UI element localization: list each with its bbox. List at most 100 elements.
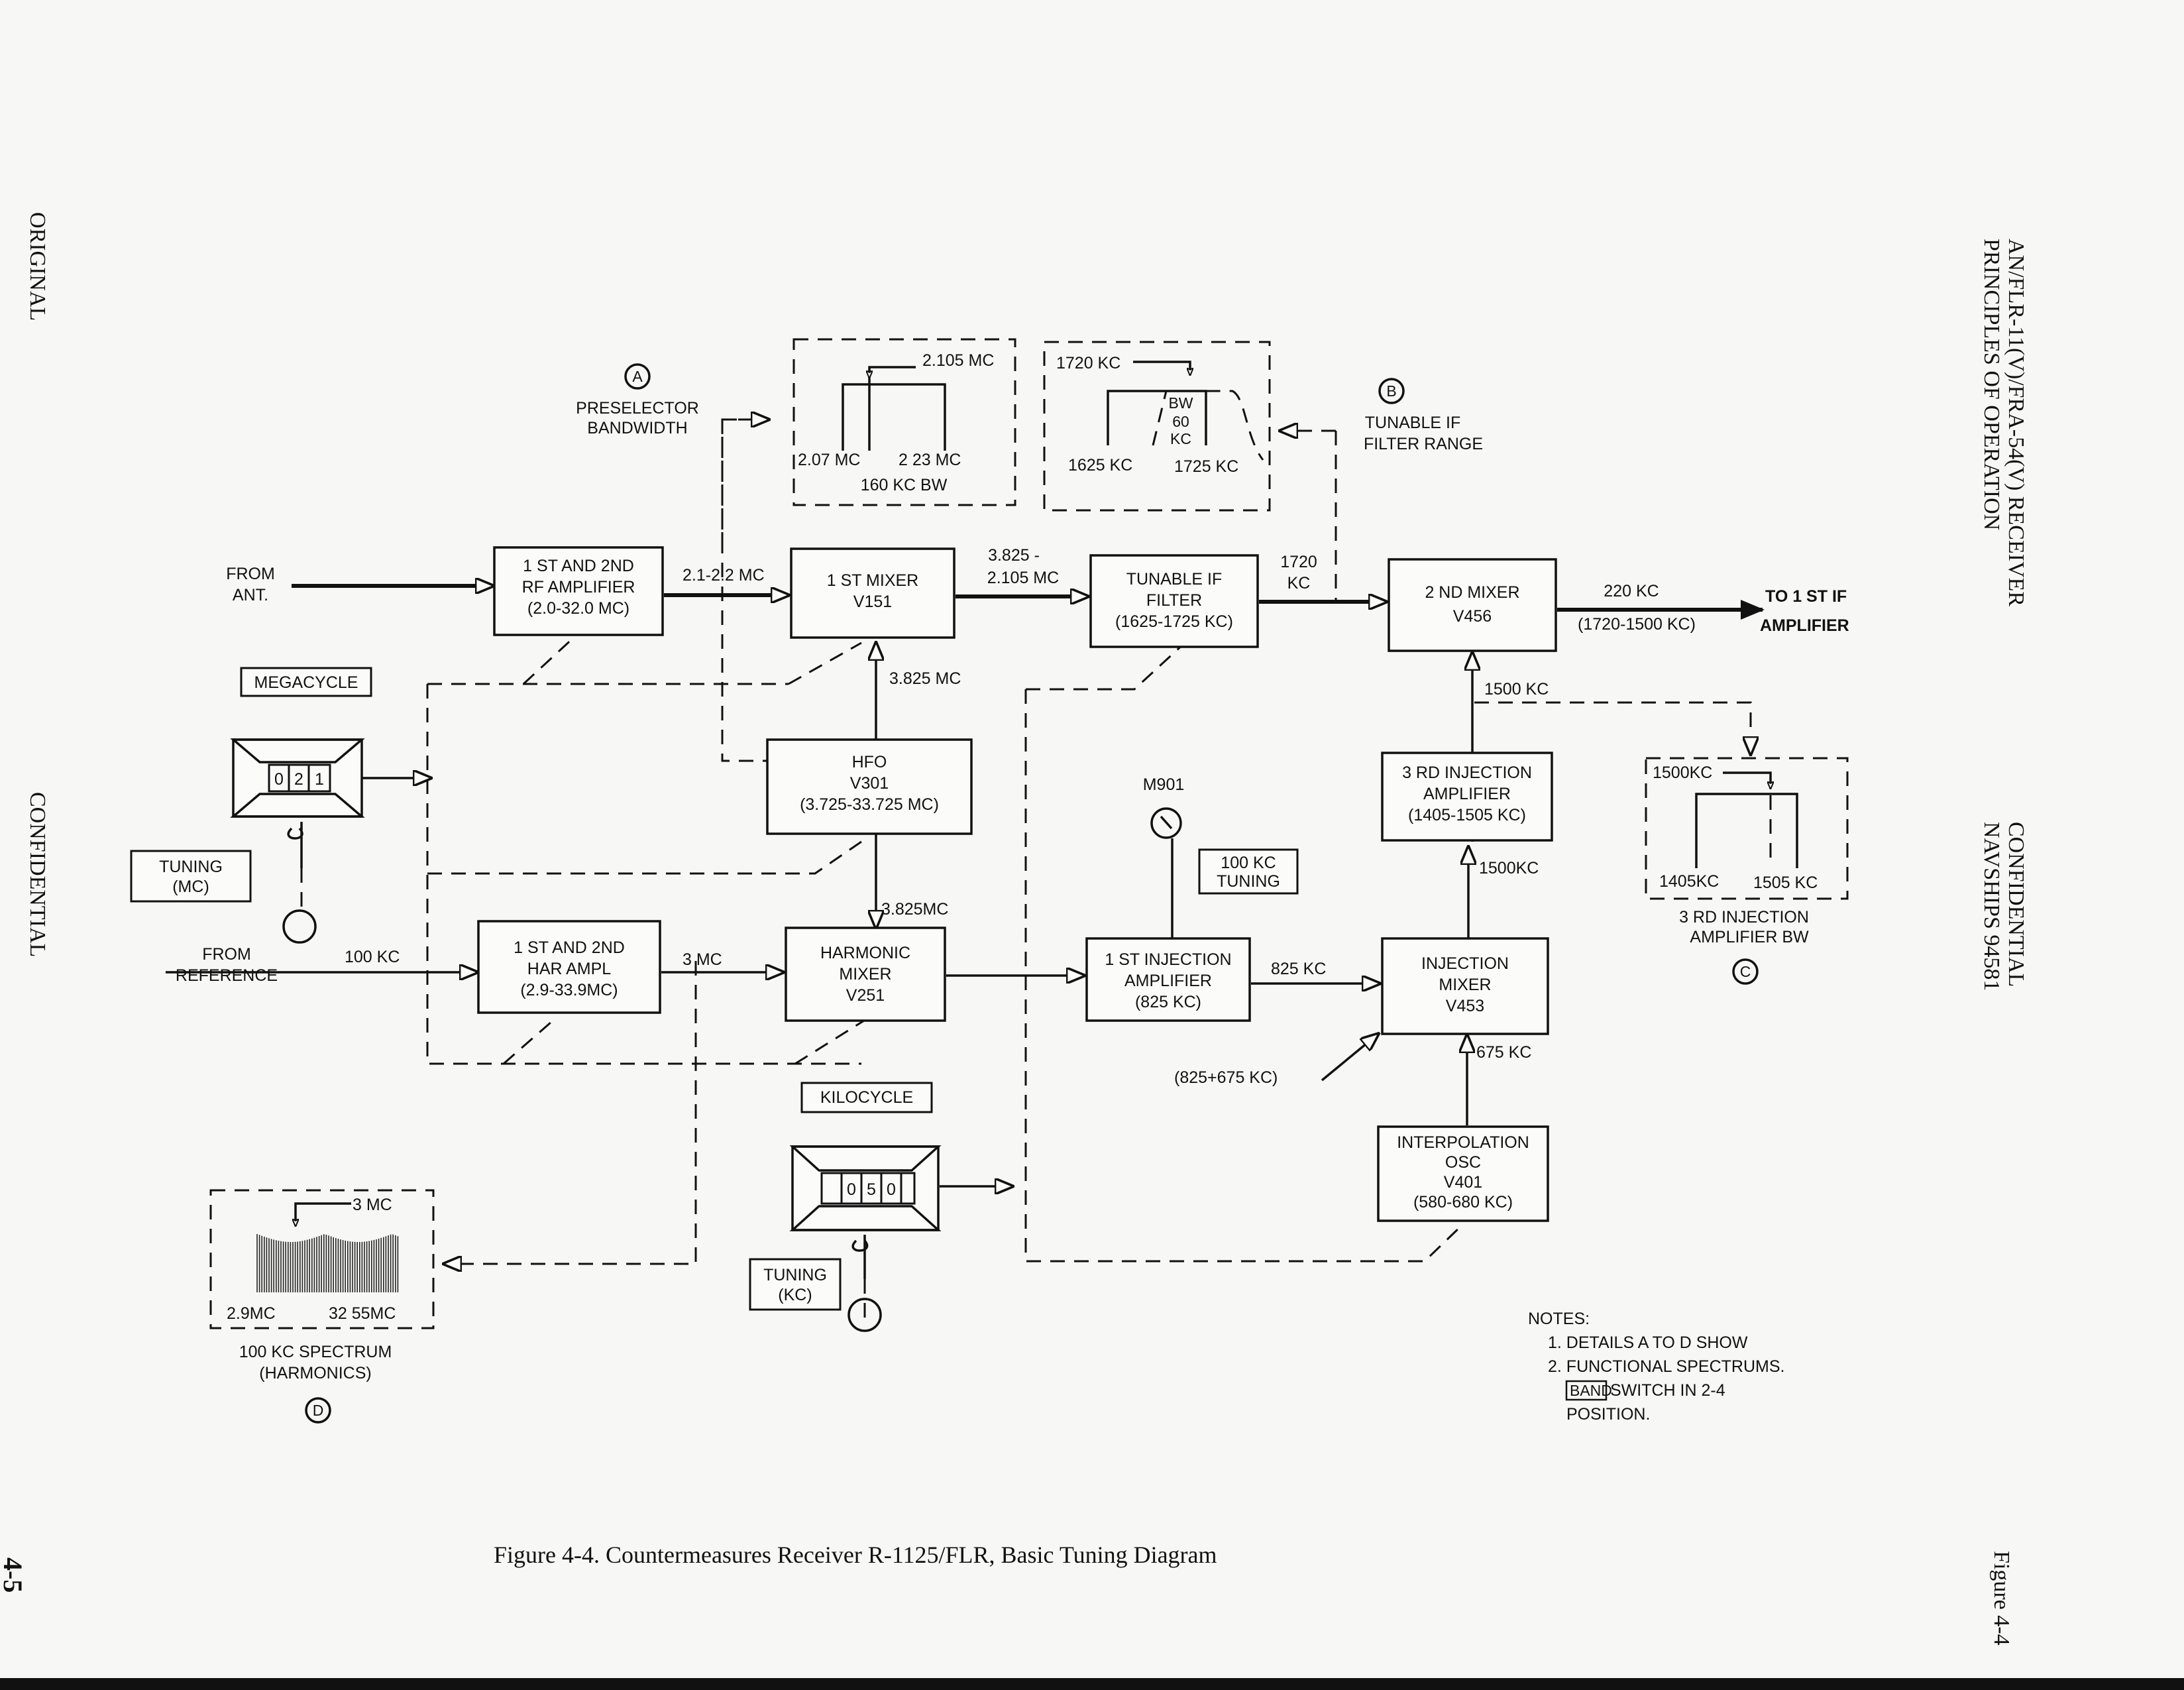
rf-amp-line3: (2.0-32.0 MC) — [527, 599, 629, 618]
mc-digit-3: 1 — [315, 770, 324, 789]
freq-3mc: 3 MC — [682, 950, 722, 969]
hfo-line3: (3.725-33.725 MC) — [800, 795, 939, 814]
detail-d-low: 2.9MC — [227, 1304, 276, 1323]
confidential-right-label: CONFIDENTIAL — [2004, 822, 2028, 987]
notes-band: BAND — [1570, 1382, 1612, 1399]
megacycle-tuning: MEGACYCLE 0 2 1 TUNING (MC) — [130, 667, 372, 944]
manual-title-2: PRINCIPLES OF OPERATION — [1979, 239, 2004, 530]
tunable-if-filter-block: TUNABLE IF FILTER (1625-1725 KC) — [1089, 554, 1259, 648]
freq-3825-line2: 2.105 MC — [987, 569, 1059, 587]
tuning-kc-line2: (KC) — [778, 1286, 812, 1304]
detail-b-low: 1625 KC — [1068, 456, 1132, 475]
freq-1720-line2: KC — [1287, 574, 1311, 592]
freq-1500kc-top: 1500 KC — [1484, 680, 1549, 699]
detail-a-title-1: PRESELECTOR — [576, 399, 699, 418]
mc-shaft-icon — [287, 827, 303, 840]
notes-line4: POSITION. — [1566, 1405, 1650, 1424]
page-bottom-edge — [0, 1678, 2184, 1690]
tuning-mc-line2: (MC) — [172, 877, 209, 896]
harmonic-mixer-line1: HARMONIC — [820, 944, 910, 962]
mixer1-line1: 1 ST MIXER — [827, 571, 918, 590]
rf-amp-line1: 1 ST AND 2ND — [523, 557, 634, 575]
detail-a-marker-icon — [624, 363, 651, 390]
inj-amp1-line1: 1 ST INJECTION — [1105, 950, 1231, 969]
harmonic-mixer-block: HARMONIC MIXER V251 — [785, 927, 946, 1022]
detail-b: 1720 KC BW 60 KC 1625 KC 1725 KC B TUNAB… — [1043, 341, 1483, 512]
notes-line3: SWITCH IN 2-4 — [1610, 1381, 1725, 1400]
if-filter-line1: TUNABLE IF — [1126, 570, 1222, 589]
notes-line2: 2. FUNCTIONAL SPECTRUMS. — [1548, 1357, 1784, 1376]
inj-mixer-line3: V453 — [1446, 997, 1484, 1015]
freq-1500kc-mid: 1500KC — [1479, 859, 1539, 877]
signal-labels: FROM ANT. FROM REFERENCE TO 1 ST IF AMPL… — [176, 546, 1849, 1087]
detail-a-marker: A — [632, 368, 643, 385]
detail-b-marker: B — [1386, 382, 1396, 400]
detail-a-title-2: BANDWIDTH — [587, 419, 687, 437]
freq-1720-line1: 1720 — [1280, 553, 1317, 571]
tuning-100kc-line1: 100 KC — [1221, 854, 1276, 872]
detail-c-low: 1405KC — [1659, 872, 1719, 891]
detail-b-bw-1: BW — [1168, 394, 1193, 412]
kilocycle-label: KILOCYCLE — [820, 1088, 913, 1107]
inj-amp1-line2: AMPLIFIER — [1124, 972, 1212, 990]
manual-title-1: AN/FLR-11(V)/FRA-54(V) RECEIVER — [2004, 239, 2028, 606]
detail-b-bw-3: KC — [1170, 430, 1191, 447]
notes-heading: NOTES: — [1528, 1310, 1590, 1328]
kc-shaft-icon — [851, 1239, 869, 1252]
from-ant-line2: ANT. — [233, 586, 268, 604]
detail-b-title-2: FILTER RANGE — [1364, 435, 1483, 453]
freq-1720-1500: (1720-1500 KC) — [1578, 615, 1696, 634]
detail-a-bw: 160 KC BW — [861, 476, 948, 494]
detail-a-high: 2 23 MC — [899, 451, 961, 469]
if-filter-line3: (1625-1725 KC) — [1115, 612, 1233, 631]
megacycle-label: MEGACYCLE — [254, 673, 358, 692]
mixer2-line1: 2 ND MIXER — [1425, 583, 1519, 602]
original-label: ORIGINAL — [25, 212, 50, 321]
mc-tuning-knob-icon[interactable] — [282, 909, 317, 944]
inj-mixer-line1: INJECTION — [1421, 954, 1509, 973]
detail-a-center: 2.105 MC — [922, 351, 994, 370]
from-ant-line1: FROM — [226, 565, 275, 583]
if-filter-line2: FILTER — [1146, 591, 1202, 610]
signal-paths — [166, 586, 1765, 1279]
kilocycle-counter-dial[interactable]: 0 5 0 — [789, 1145, 942, 1231]
confidential-left-label: CONFIDENTIAL — [25, 792, 50, 957]
tuning-mc-line1: TUNING — [159, 858, 223, 876]
mixer1-line2: V151 — [853, 592, 892, 611]
detail-b-bw-2: 60 — [1172, 413, 1189, 430]
kc-tuning-knob-icon[interactable] — [847, 1298, 882, 1332]
right-side-labels: AN/FLR-11(V)/FRA-54(V) RECEIVER PRINCIPL… — [1979, 239, 2028, 1646]
harmonic-amplifier-block: 1 ST AND 2ND HAR AMPL (2.9-33.9MC) — [477, 920, 661, 1014]
interpolation-oscillator-block: INTERPOLATION OSC V401 (580-680 KC) — [1377, 1125, 1549, 1222]
rf-amp-line2: RF AMPLIFIER — [522, 578, 635, 596]
mc-digit-1: 0 — [274, 770, 284, 789]
meter-icon — [1150, 807, 1182, 839]
meter-m901: M901 100 KC TUNING — [1143, 775, 1299, 895]
freq-825-675: (825+675 KC) — [1174, 1068, 1278, 1087]
detail-c-high: 1505 KC — [1753, 873, 1818, 892]
left-side-labels: ORIGINAL CONFIDENTIAL 4-5 — [0, 212, 50, 1593]
freq-825kc: 825 KC — [1271, 960, 1326, 978]
freq-3825-hfo-down: 3.825MC — [881, 900, 948, 919]
from-ref-line2: REFERENCE — [176, 966, 278, 985]
megacycle-counter-dial[interactable]: 0 2 1 — [230, 738, 365, 818]
kc-digit-2: 5 — [867, 1180, 876, 1199]
detail-b-top: 1720 KC — [1056, 354, 1120, 372]
detail-b-title-1: TUNABLE IF — [1365, 414, 1460, 432]
inj-amp3-line2: AMPLIFIER — [1423, 785, 1511, 803]
detail-c-marker-icon — [1732, 958, 1759, 985]
inj-amp3-line1: 3 RD INJECTION — [1402, 763, 1532, 782]
freq-3825-hfo-up: 3.825 MC — [889, 669, 961, 688]
figure-caption: Figure 4-4. Countermeasures Receiver R-1… — [494, 1542, 1217, 1568]
mc-digit-2: 2 — [294, 770, 303, 789]
figure-ref-label: Figure 4-4 — [1989, 1551, 2014, 1646]
inj-amp3-line3: (1405-1505 KC) — [1408, 806, 1526, 824]
hfo-line1: HFO — [852, 753, 887, 771]
freq-100kc: 100 KC — [345, 948, 400, 966]
from-ref-line1: FROM — [202, 945, 251, 964]
detail-a: A PRESELECTOR BANDWIDTH 2.105 MC 2.07 MC… — [576, 338, 1016, 506]
first-mixer-block: 1 ST MIXER V151 — [790, 547, 956, 639]
inj-amp1-line3: (825 KC) — [1135, 993, 1201, 1011]
second-mixer-block: 2 ND MIXER V456 — [1388, 558, 1557, 652]
freq-675kc: 675 KC — [1476, 1043, 1531, 1062]
